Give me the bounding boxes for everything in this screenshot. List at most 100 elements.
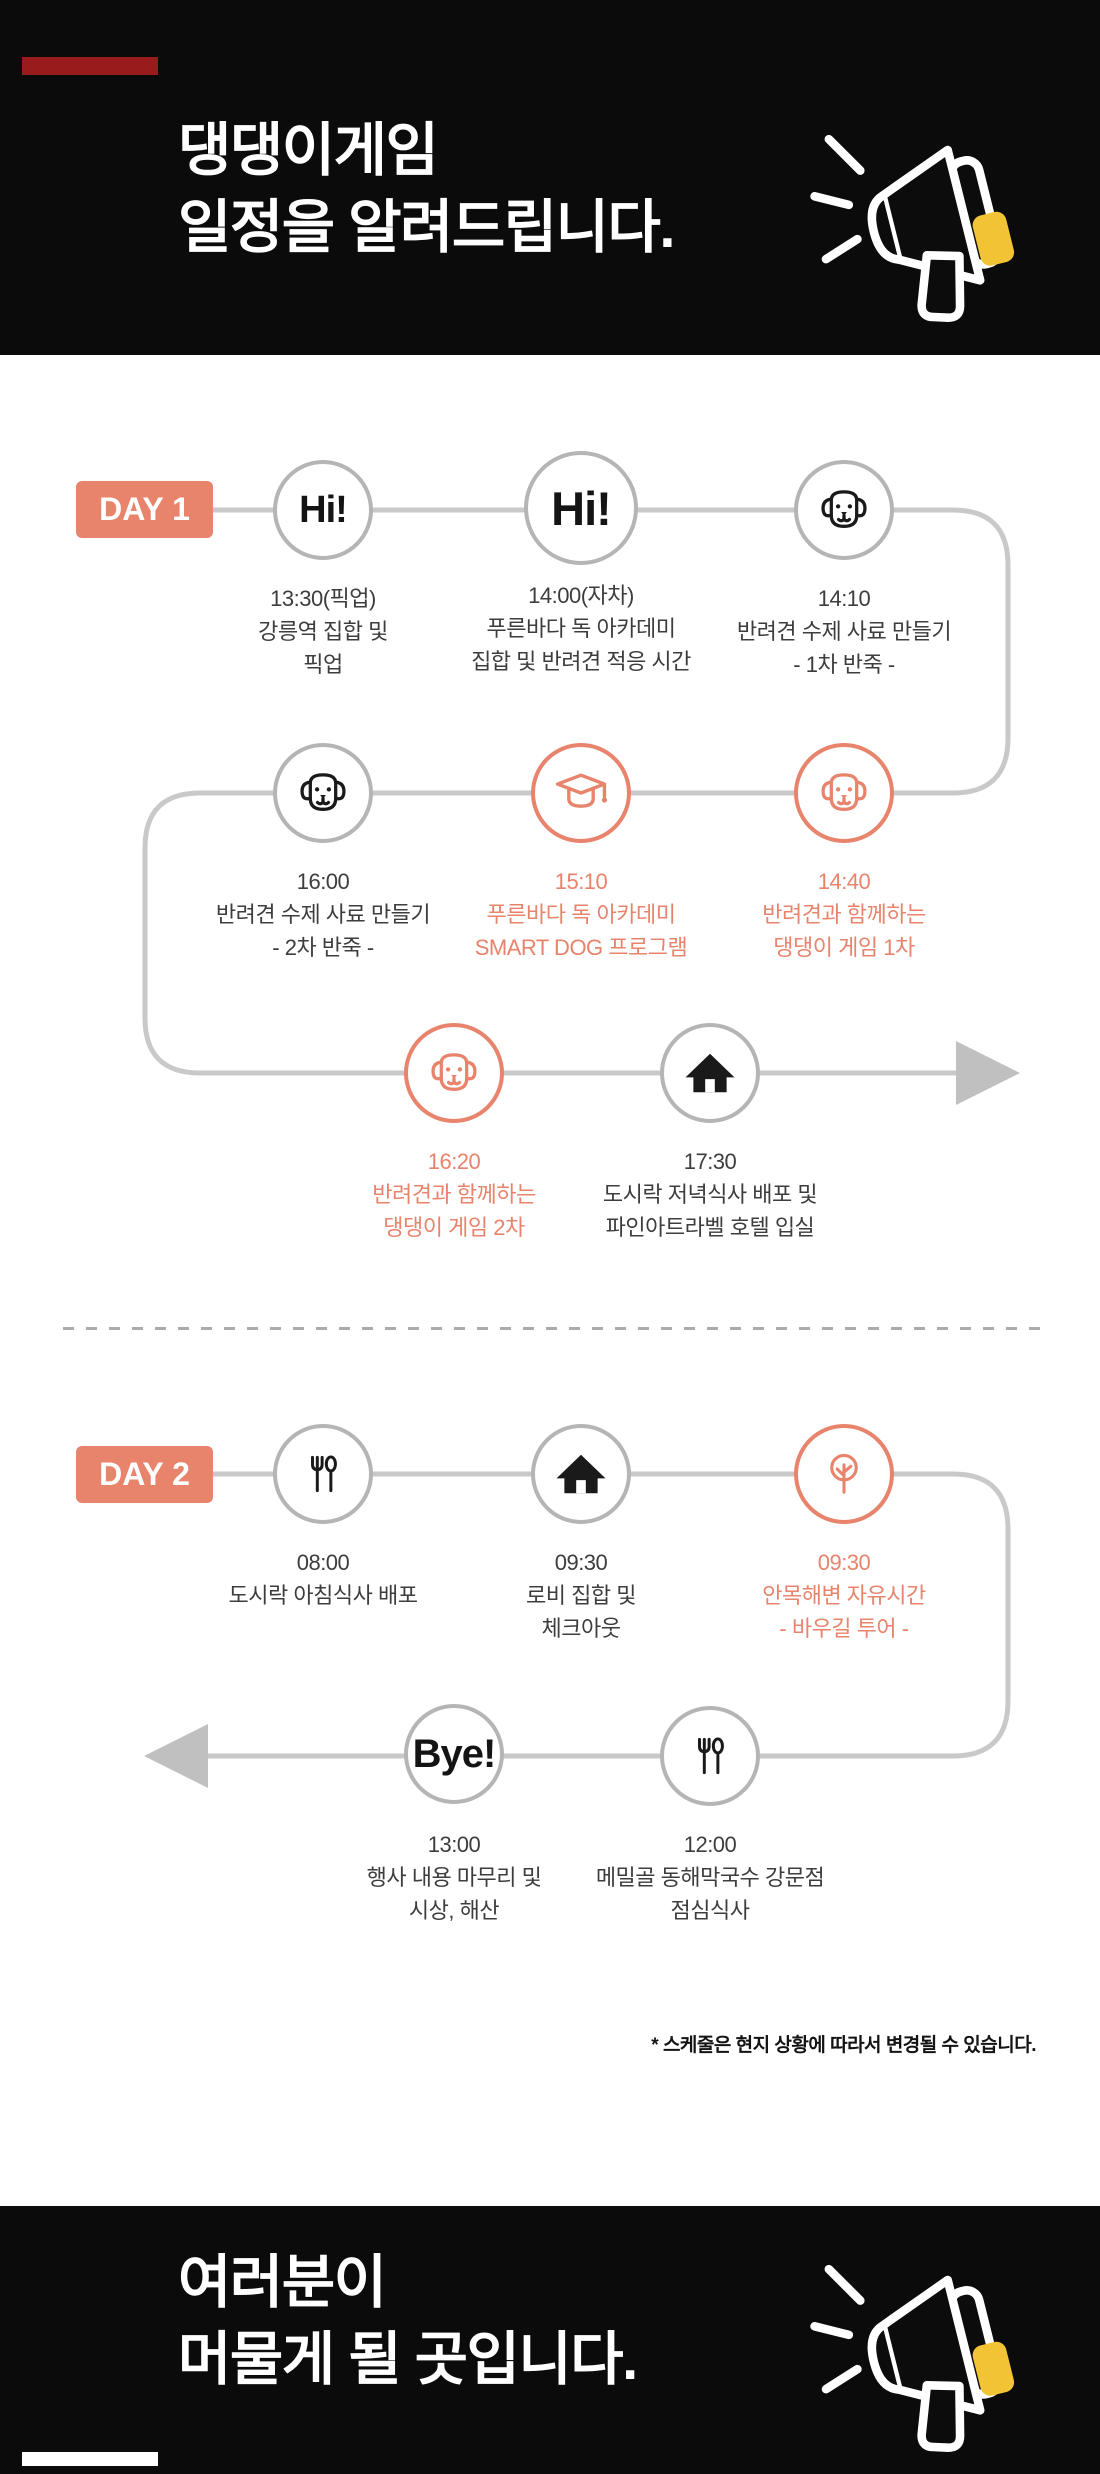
node-line: - 1차 반죽 - — [793, 652, 895, 677]
node-line: 푸른바다 독 아카데미 — [486, 616, 676, 641]
node-circle: Bye! — [404, 1704, 504, 1804]
node-line: 댕댕이 게임 2차 — [383, 1215, 525, 1240]
node-caption: 15:10 푸른바다 독 아카데미 SMART DOG 프로그램 — [431, 865, 731, 964]
section-divider — [63, 1327, 1041, 1330]
cutlery-icon — [698, 1737, 724, 1775]
timeline-node-day2-0: 08:00 도시락 아침식사 배포 — [173, 1424, 473, 1612]
node-caption: 13:30(픽업) 강릉역 집합 및 픽업 — [173, 582, 473, 681]
node-line: 메밀골 동해막국수 강문점 — [595, 1865, 825, 1890]
footer-title-line1: 여러분이 — [178, 2250, 387, 2315]
node-caption: 14:10 반려견 수제 사료 만들기 - 1차 반죽 - — [694, 582, 994, 681]
node-caption: 09:30 안목해변 자유시간 - 바우길 투어 - — [694, 1546, 994, 1645]
day1-label: DAY 1 — [76, 481, 213, 538]
node-circle — [531, 1424, 631, 1524]
node-line: 파인아트라벨 호텔 입실 — [605, 1215, 815, 1240]
node-circle: Hi! — [273, 460, 373, 560]
node-caption: 13:00 행사 내용 마무리 및 시상, 해산 — [304, 1828, 604, 1927]
node-circle — [660, 1023, 760, 1123]
node-line: 푸른바다 독 아카데미 — [486, 902, 676, 927]
node-caption: 16:20 반려견과 함께하는 댕댕이 게임 2차 — [304, 1145, 604, 1244]
node-line: SMART DOG 프로그램 — [474, 935, 688, 960]
header-accent-bar — [22, 57, 158, 75]
tree-icon — [830, 1453, 858, 1494]
node-caption: 09:30 로비 집합 및 체크아웃 — [431, 1546, 731, 1645]
node-time: 14:10 — [817, 586, 871, 611]
node-circle: Hi! — [524, 451, 638, 565]
bye-text: Bye! — [412, 1731, 497, 1776]
node-caption: 08:00 도시락 아침식사 배포 — [173, 1546, 473, 1612]
timeline-node-day1-5: 16:00 반려견 수제 사료 만들기 - 2차 반죽 - — [173, 743, 473, 964]
node-caption: 16:00 반려견 수제 사료 만들기 - 2차 반죽 - — [173, 865, 473, 964]
timeline-node-day1-2: 14:10 반려견 수제 사료 만들기 - 1차 반죽 - — [694, 460, 994, 681]
node-line: 도시락 저녁식사 배포 및 — [602, 1182, 818, 1207]
timeline-node-day1-3: 14:40 반려견과 함께하는 댕댕이 게임 1차 — [694, 743, 994, 964]
schedule-note: * 스케줄은 현지 상황에 따라서 변경될 수 있습니다. — [651, 2035, 1036, 2056]
node-line: 반려견과 함께하는 — [372, 1182, 536, 1207]
node-line: 반려견과 함께하는 — [762, 902, 926, 927]
node-line: 행사 내용 마무리 및 — [366, 1865, 542, 1890]
dog-icon — [300, 773, 346, 811]
node-time: 13:30(픽업) — [270, 586, 376, 611]
timeline-node-day2-3: 12:00 메밀골 동해막국수 강문점 점심식사 — [560, 1706, 860, 1927]
node-line: 안목해변 자유시간 — [762, 1583, 926, 1608]
node-caption: 14:40 반려견과 함께하는 댕댕이 게임 1차 — [694, 865, 994, 964]
node-time: 16:20 — [427, 1149, 481, 1174]
node-circle — [273, 1424, 373, 1524]
timeline-node-day1-0: Hi! 13:30(픽업) 강릉역 집합 및 픽업 — [173, 460, 473, 681]
header-title-line2: 일정을 알려드립니다. — [178, 195, 675, 260]
cutlery-icon — [311, 1455, 337, 1493]
header-title-line1: 댕댕이게임 — [178, 118, 439, 183]
timeline-node-day1-6: 16:20 반려견과 함께하는 댕댕이 게임 2차 — [304, 1023, 604, 1244]
header-title: 댕댕이게임 일정을 알려드립니다. — [178, 112, 675, 266]
node-circle — [404, 1023, 504, 1123]
footer-accent-bar — [22, 2452, 158, 2466]
house-icon — [685, 1053, 735, 1093]
node-line: - 2차 반죽 - — [272, 935, 374, 960]
hi-text: Hi! — [551, 481, 612, 535]
node-caption: 17:30 도시락 저녁식사 배포 및 파인아트라벨 호텔 입실 — [560, 1145, 860, 1244]
hi-text: Hi! — [299, 488, 348, 531]
timeline-node-day1-1: Hi! 14:00(자차) 푸른바다 독 아카데미 집합 및 반려견 적응 시간 — [431, 451, 731, 678]
node-line: 시상, 해산 — [408, 1898, 500, 1923]
node-time: 14:40 — [817, 869, 871, 894]
node-time: 09:30 — [554, 1550, 608, 1575]
house-icon — [556, 1454, 606, 1494]
day2-label: DAY 2 — [76, 1446, 213, 1503]
node-circle — [794, 1424, 894, 1524]
node-line: 픽업 — [303, 652, 343, 677]
timeline-node-day2-1: 09:30 로비 집합 및 체크아웃 — [431, 1424, 731, 1645]
timeline-node-day1-7: 17:30 도시락 저녁식사 배포 및 파인아트라벨 호텔 입실 — [560, 1023, 860, 1244]
node-line: 강릉역 집합 및 — [258, 619, 388, 644]
node-line: 로비 집합 및 — [526, 1583, 636, 1608]
node-circle — [794, 460, 894, 560]
node-caption: 14:00(자차) 푸른바다 독 아카데미 집합 및 반려견 적응 시간 — [431, 579, 731, 678]
node-circle — [531, 743, 631, 843]
node-time: 08:00 — [296, 1550, 350, 1575]
node-time: 17:30 — [683, 1149, 737, 1174]
day2-arrow-icon — [144, 1724, 208, 1788]
dog-icon — [821, 773, 867, 811]
timeline-node-day2-4: Bye! 13:00 행사 내용 마무리 및 시상, 해산 — [304, 1704, 604, 1927]
node-circle — [660, 1706, 760, 1806]
node-line: 반려견 수제 사료 만들기 — [215, 902, 431, 927]
header-section: 댕댕이게임 일정을 알려드립니다. — [0, 0, 1100, 355]
footer-title: 여러분이 머물게 될 곳입니다. — [178, 2244, 638, 2398]
node-time: 09:30 — [817, 1550, 871, 1575]
dog-icon — [821, 490, 867, 528]
megaphone-icon — [810, 134, 1015, 322]
node-line: 집합 및 반려견 적응 시간 — [471, 649, 691, 674]
node-time: 14:00(자차) — [528, 583, 634, 608]
node-line: 반려견 수제 사료 만들기 — [736, 619, 952, 644]
timeline-node-day2-2: 09:30 안목해변 자유시간 - 바우길 투어 - — [694, 1424, 994, 1645]
timeline-node-day1-4: 15:10 푸른바다 독 아카데미 SMART DOG 프로그램 — [431, 743, 731, 964]
day2-path — [88, 1471, 1011, 1759]
node-time: 13:00 — [427, 1832, 481, 1857]
node-time: 15:10 — [554, 869, 608, 894]
node-line: - 바우길 투어 - — [779, 1616, 909, 1641]
node-time: 12:00 — [683, 1832, 737, 1857]
dog-icon — [431, 1053, 477, 1091]
node-circle — [794, 743, 894, 843]
megaphone-icon — [810, 2264, 1015, 2452]
graduation-cap-icon — [555, 773, 608, 808]
